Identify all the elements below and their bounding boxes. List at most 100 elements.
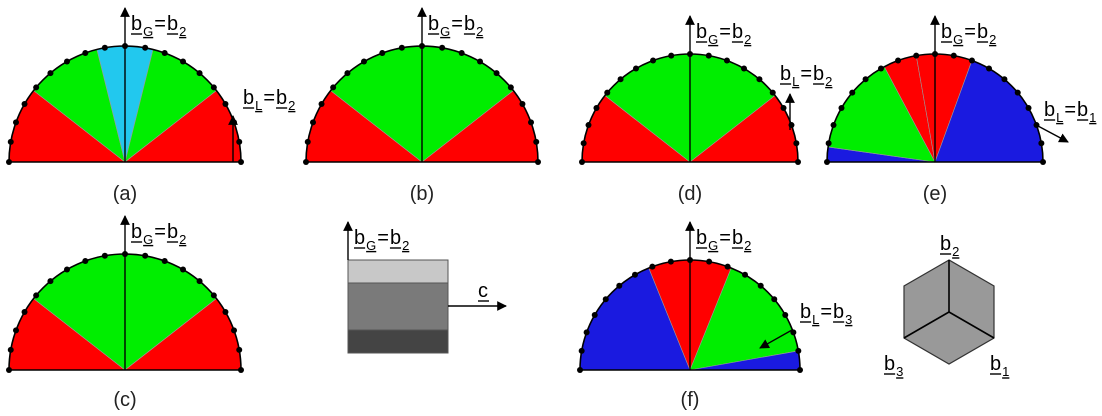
- svg-text:=: =: [451, 13, 463, 35]
- boundary-dot: [632, 271, 638, 278]
- local-axis-arrow: [1037, 125, 1069, 143]
- boundary-dot: [231, 327, 238, 334]
- boundary-dot: [1014, 89, 1021, 96]
- boundary-dot: [6, 159, 12, 165]
- boundary-dot: [101, 252, 108, 259]
- boundary-dot: [593, 105, 600, 111]
- boundary-dot: [222, 309, 229, 315]
- boundary-dot: [824, 159, 830, 165]
- boundary-dot: [591, 312, 598, 318]
- svg-text:b: b: [428, 13, 439, 35]
- boundary-dot: [578, 347, 585, 354]
- svg-text:L: L: [812, 312, 819, 327]
- svg-text:G: G: [143, 232, 153, 247]
- svg-text:2: 2: [179, 232, 186, 247]
- svg-text:b: b: [1044, 99, 1055, 121]
- svg-text:G: G: [366, 238, 376, 253]
- boundary-dot: [1040, 159, 1046, 165]
- svg-text:b: b: [732, 227, 743, 249]
- svg-text:G: G: [143, 24, 153, 39]
- layer-middle: [347, 282, 449, 331]
- svg-text:3: 3: [845, 312, 852, 327]
- boundary-dot: [330, 84, 337, 91]
- boundary-dot: [196, 70, 203, 77]
- svg-text:b: b: [977, 21, 988, 43]
- boundary-dot: [344, 70, 351, 77]
- svg-text:b: b: [167, 13, 178, 35]
- svg-text:G: G: [708, 238, 718, 253]
- svg-text:G: G: [440, 24, 450, 39]
- panel-caption: (d): [678, 183, 702, 205]
- boundary-dot: [741, 65, 747, 72]
- svg-text:b: b: [131, 13, 142, 35]
- svg-text:=: =: [377, 227, 389, 249]
- svg-text:=: =: [154, 13, 166, 35]
- svg-text:=: =: [719, 227, 731, 249]
- svg-text:2: 2: [989, 32, 996, 47]
- boundary-dot: [579, 159, 585, 165]
- svg-text:b: b: [990, 353, 1001, 375]
- boundary-dot: [493, 70, 500, 77]
- boundary-dot: [303, 159, 309, 165]
- svg-text:b: b: [800, 301, 811, 323]
- boundary-dot: [180, 266, 186, 273]
- boundary-dot: [895, 57, 902, 64]
- boundary-dot: [585, 122, 592, 129]
- layer-bottom: [347, 329, 449, 354]
- svg-text:b: b: [941, 21, 952, 43]
- boundary-dot: [12, 327, 19, 334]
- boundary-dot: [616, 282, 623, 289]
- layer-top: [347, 259, 449, 284]
- svg-text:b: b: [732, 21, 743, 43]
- boundary-dot: [782, 312, 789, 318]
- boundary-dot: [771, 296, 778, 303]
- boundary-dot: [838, 105, 845, 111]
- panel-caption: (a): [113, 183, 137, 205]
- boundary-dot: [231, 119, 238, 126]
- boundary-dot: [825, 140, 832, 147]
- panel-caption: (b): [410, 183, 434, 205]
- boundary-dot: [723, 57, 730, 64]
- svg-text:b: b: [696, 21, 707, 43]
- b3-axis: [903, 311, 950, 339]
- svg-text:b: b: [940, 233, 951, 255]
- svg-text:2: 2: [825, 74, 832, 89]
- svg-text:3: 3: [896, 364, 903, 379]
- boundary-dot: [222, 101, 229, 107]
- boundary-dot: [705, 52, 712, 59]
- boundary-dot: [21, 101, 28, 107]
- boundary-dot: [757, 282, 764, 289]
- boundary-dot: [519, 101, 526, 107]
- boundary-dot: [649, 263, 656, 270]
- boundary-dot: [650, 57, 657, 64]
- svg-text:b: b: [696, 227, 707, 249]
- boundary-dot: [142, 44, 149, 51]
- boundary-dot: [238, 367, 244, 373]
- svg-text:b: b: [131, 221, 142, 243]
- local-axis-arrow: [759, 329, 793, 349]
- panel-caption: (f): [681, 389, 700, 411]
- svg-text:=: =: [820, 301, 832, 323]
- boundary-dot: [793, 140, 800, 147]
- boundary-dot: [535, 159, 541, 165]
- svg-text:L: L: [792, 74, 799, 89]
- boundary-dot: [742, 271, 748, 278]
- boundary-dot: [47, 278, 54, 285]
- svg-text:b: b: [464, 13, 475, 35]
- svg-text:2: 2: [744, 238, 751, 253]
- boundary-dot: [238, 159, 244, 165]
- boundary-dot: [161, 49, 168, 56]
- boundary-dot: [507, 84, 514, 91]
- boundary-dot: [21, 309, 28, 315]
- svg-text:b: b: [1077, 99, 1088, 121]
